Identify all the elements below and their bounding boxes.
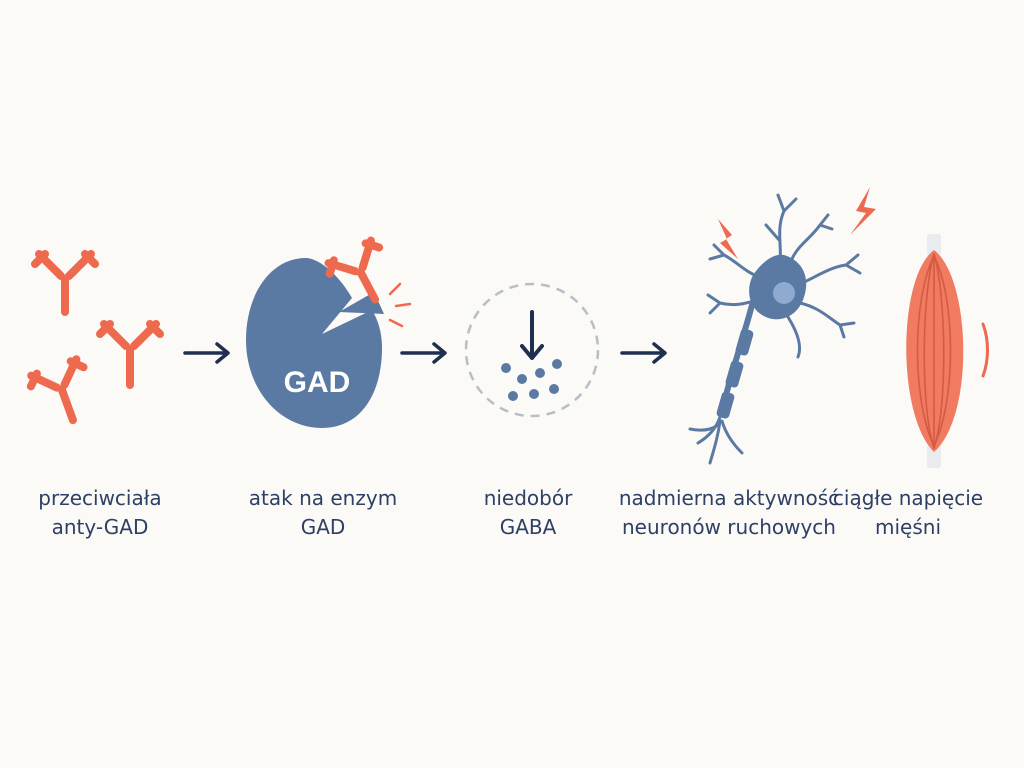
caption-line: niedobór xyxy=(483,486,573,510)
enzyme-attack-illustration: GAD xyxy=(246,236,412,428)
arrow-right-icon xyxy=(620,342,667,364)
caption-line: anty-GAD xyxy=(51,515,149,539)
caption-line: GABA xyxy=(499,515,557,539)
impact-lines-icon xyxy=(388,282,412,328)
caption-line: neuronów ruchowych xyxy=(622,515,836,539)
caption-line: mięśni xyxy=(875,515,941,539)
lightning-icon xyxy=(850,187,876,235)
gaba-molecules-icon xyxy=(501,359,562,401)
motor-neuron-icon xyxy=(688,193,862,465)
muscle-tension-illustration xyxy=(906,234,989,468)
lightning-icon xyxy=(718,219,738,259)
arrow-down-icon xyxy=(520,310,544,360)
caption-line: GAD xyxy=(300,515,346,539)
antibody-icon xyxy=(26,355,88,425)
muscle-icon xyxy=(906,234,964,468)
arrow-right-icon xyxy=(183,342,230,364)
stage-caption-neuron-overactivity: nadmierna aktywność neuronów ruchowych xyxy=(614,484,844,542)
gad-label: GAD xyxy=(284,366,351,399)
caption-line: przeciwciała xyxy=(38,486,162,510)
tension-lines-icon xyxy=(981,322,989,378)
antibodies-illustration xyxy=(26,250,164,425)
caption-line: atak na enzym xyxy=(248,486,398,510)
caption-line: ciągłe napięcie xyxy=(832,486,984,510)
stage-caption-enzyme-attack: atak na enzym GAD xyxy=(208,484,438,542)
antibody-icon xyxy=(324,236,384,304)
stage-caption-antibodies: przeciwciała anty-GAD xyxy=(0,484,215,542)
antibody-icon xyxy=(31,250,99,316)
arrow-right-icon xyxy=(400,342,447,364)
stage-caption-gaba-deficit: niedobór GABA xyxy=(413,484,643,542)
antibody-icon xyxy=(96,320,164,389)
gaba-deficit-illustration xyxy=(464,282,600,418)
caption-line: nadmierna aktywność xyxy=(618,486,840,510)
neuron-overactivity-illustration xyxy=(688,187,876,465)
stage-caption-muscle-tension: ciągłe napięcie mięśni xyxy=(793,484,1023,542)
